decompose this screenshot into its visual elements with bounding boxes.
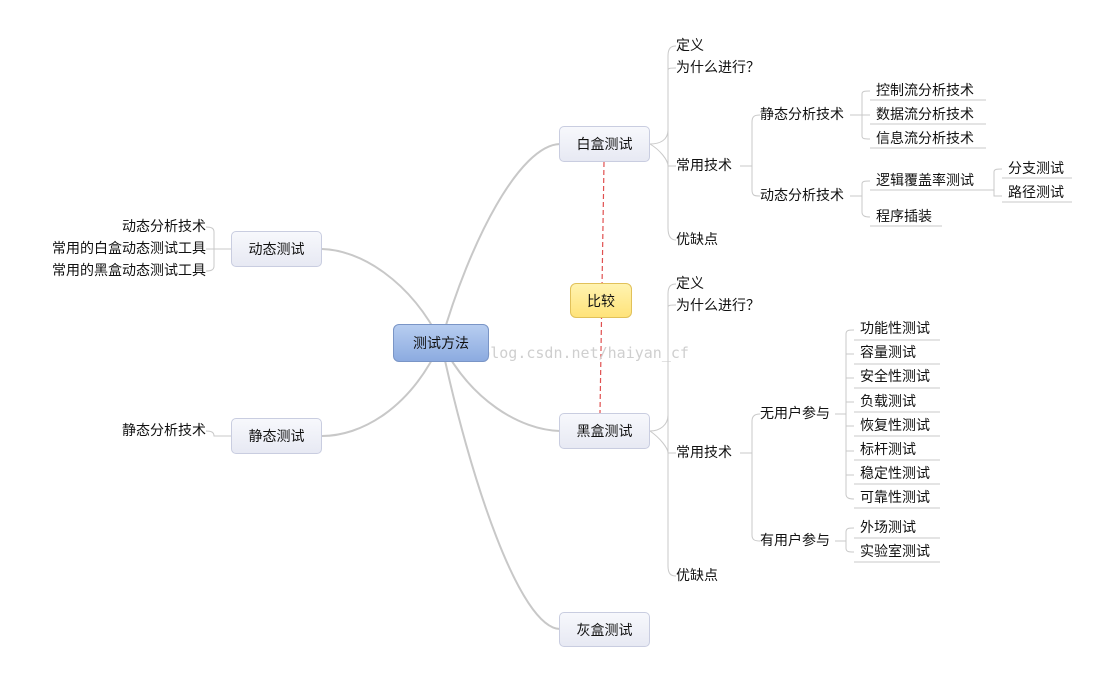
white-box-pros-cons[interactable]: 优缺点 (676, 232, 718, 248)
dynamic-test-item[interactable]: 常用的白盒动态测试工具 (52, 241, 206, 257)
no-user-item[interactable]: 功能性测试 (860, 321, 930, 337)
static-test-label: 静态测试 (248, 429, 305, 445)
with-user-item[interactable]: 外场测试 (860, 520, 916, 536)
root-topic-label: 测试方法 (413, 336, 469, 352)
root-topic[interactable]: 测试方法 (393, 324, 489, 362)
static-test-topic[interactable]: 静态测试 (231, 418, 322, 454)
black-box-why[interactable]: 为什么进行？ (676, 298, 760, 314)
white-box-why[interactable]: 为什么进行？ (676, 60, 760, 76)
white-box-label: 白盒测试 (576, 137, 633, 153)
black-box-definition[interactable]: 定义 (676, 276, 704, 292)
branch-static-test (321, 341, 442, 437)
compare-topic[interactable]: 比较 (570, 283, 632, 318)
white-box-topic[interactable]: 白盒测试 (559, 126, 650, 162)
no-user-item[interactable]: 容量测试 (860, 345, 916, 361)
instrumentation-item[interactable]: 程序插装 (876, 209, 932, 225)
with-user-item[interactable]: 实验室测试 (860, 544, 930, 560)
path-test-item[interactable]: 路径测试 (1008, 185, 1064, 201)
no-user-item[interactable]: 可靠性测试 (860, 490, 930, 506)
no-user-item[interactable]: 标杆测试 (860, 442, 916, 458)
static-analysis-item[interactable]: 控制流分析技术 (876, 83, 974, 99)
branch-gray-box (440, 341, 561, 630)
static-analysis-item[interactable]: 数据流分析技术 (876, 107, 974, 123)
branch-dynamic-test (321, 248, 442, 343)
static-analysis-item[interactable]: 信息流分析技术 (876, 131, 974, 147)
no-user-item[interactable]: 恢复性测试 (860, 418, 930, 434)
no-user-item[interactable]: 负载测试 (860, 394, 916, 410)
dynamic-test-topic[interactable]: 动态测试 (231, 231, 322, 267)
gray-box-topic[interactable]: 灰盒测试 (559, 612, 650, 647)
gray-box-label: 灰盒测试 (576, 622, 633, 639)
dynamic-test-label: 动态测试 (248, 242, 305, 258)
dynamic-test-item[interactable]: 动态分析技术 (122, 219, 206, 235)
logic-coverage-topic[interactable]: 逻辑覆盖率测试 (876, 173, 974, 189)
black-box-topic[interactable]: 黑盒测试 (559, 413, 650, 449)
with-user-topic[interactable]: 有用户参与 (760, 533, 830, 549)
black-box-label: 黑盒测试 (576, 424, 633, 440)
compare-topic-label: 比较 (587, 293, 615, 310)
black-box-techniques[interactable]: 常用技术 (676, 445, 732, 461)
compare-link (599, 161, 605, 414)
dynamic-analysis-topic[interactable]: 动态分析技术 (760, 188, 844, 204)
static-analysis-topic[interactable]: 静态分析技术 (760, 107, 844, 123)
white-box-definition[interactable]: 定义 (676, 38, 704, 54)
branch-test-item[interactable]: 分支测试 (1008, 161, 1064, 177)
static-test-item[interactable]: 静态分析技术 (122, 423, 206, 439)
branch-white-box (440, 143, 561, 343)
no-user-item[interactable]: 安全性测试 (860, 369, 930, 385)
dynamic-test-item[interactable]: 常用的黑盒动态测试工具 (52, 263, 206, 279)
black-box-pros-cons[interactable]: 优缺点 (676, 568, 718, 584)
no-user-item[interactable]: 稳定性测试 (860, 466, 930, 482)
white-box-techniques[interactable]: 常用技术 (676, 158, 732, 174)
no-user-topic[interactable]: 无用户参与 (760, 406, 830, 422)
